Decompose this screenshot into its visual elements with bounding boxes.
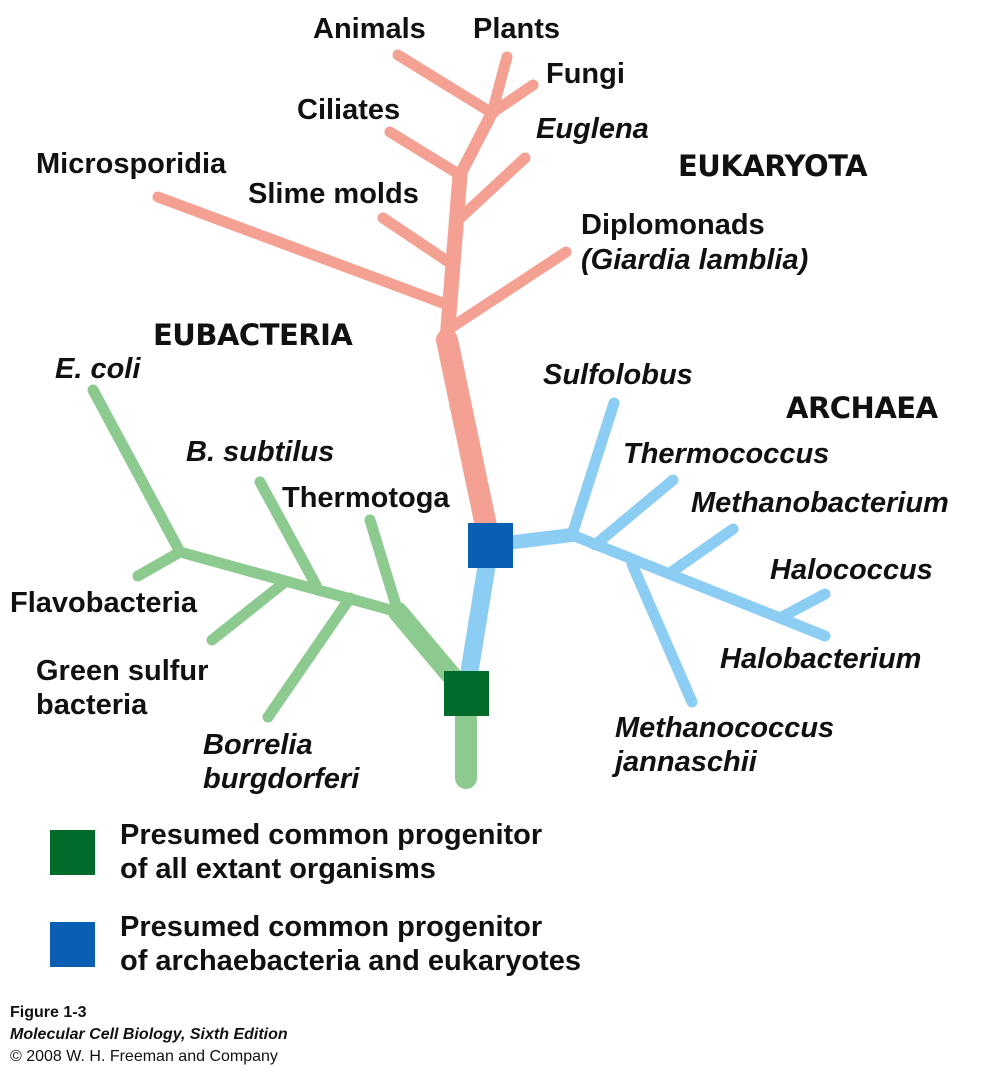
label-green-sulfur-line1: Green sulfur [36,655,208,687]
root-progenitor-marker [444,671,489,716]
label-halococcus: Halococcus [770,554,933,586]
label-animals: Animals [313,13,426,45]
legend-arch-euk-line1: Presumed common progenitor [120,911,543,943]
label-halobacterium: Halobacterium [720,643,921,675]
domain-label-eubacteria: EUBACTERIA [153,318,353,352]
legend-arch-euk-text: Presumed common progenitor of archaebact… [120,910,720,978]
branch-ecoli [87,384,186,558]
eukaryota-upper-stem [454,107,498,181]
branch-borrelia [262,592,356,723]
branch-methanococcus [626,558,698,708]
branch-slime-molds [377,212,459,271]
label-plants: Plants [473,13,560,45]
branch-euglena [450,152,531,228]
label-thermococcus: Thermococcus [623,438,829,470]
label-flavobacteria: Flavobacteria [10,587,198,619]
legend-root-text: Presumed common progenitor of all extant… [120,818,720,886]
legend-blue-swatch [50,922,95,967]
label-giardia: (Giardia lamblia) [581,244,808,276]
branch-fungi [486,79,539,119]
label-methanobacterium: Methanobacterium [691,487,949,519]
branch-thermococcus [589,474,679,551]
label-diplomonads: Diplomonads [581,209,765,241]
archaea-trunk [457,536,499,702]
branch-thermotoga [364,514,404,618]
label-methanococcus-line1: Methanococcus [615,712,834,744]
arch-euk-progenitor-marker [468,523,513,568]
label-fungi: Fungi [546,58,625,90]
copyright-line: © 2008 W. H. Freeman and Company [10,1048,278,1065]
label-slime-molds: Slime molds [248,178,419,210]
legend-green-swatch [50,830,95,875]
branch-bsubtilus [254,476,322,591]
branch-plants [486,51,513,119]
branch-methanobacterium [664,523,739,579]
label-euglena: Euglena [536,113,649,145]
eukaryota-trunk [436,329,501,556]
label-ecoli: E. coli [55,353,141,385]
legend-root-line2: of all extant organisms [120,853,436,885]
branch-animals [392,49,498,119]
branch-ciliates [384,126,466,181]
legend-root-line1: Presumed common progenitor [120,819,543,851]
branch-diplomonads [446,246,572,333]
label-green-sulfur-line2: bacteria [36,689,148,721]
branch-flavobacteria [132,546,186,582]
label-borrelia-line2: burgdorferi [203,763,360,795]
domain-label-eukaryota: EUKARYOTA [678,149,868,183]
branch-halococcus [774,588,831,624]
eukaryota-stem [439,167,468,348]
branch-sulfolobus [566,397,620,541]
eukaryota-branches [152,49,572,556]
label-sulfolobus: Sulfolobus [543,359,693,391]
legend-arch-euk-line2: of archaebacteria and eukaryotes [120,945,581,977]
label-borrelia-line1: Borrelia [203,729,313,761]
branch-green-sulfur [206,576,291,646]
label-microsporidia: Microsporidia [36,148,227,180]
book-title: Molecular Cell Biology, Sixth Edition [10,1026,288,1043]
label-methanococcus-line2: jannaschii [611,746,758,778]
domain-label-archaea: ARCHAEA [786,391,939,425]
branch-microsporidia [152,191,454,311]
label-thermotoga: Thermotoga [282,482,450,514]
label-ciliates: Ciliates [297,94,400,126]
figure-number: Figure 1-3 [10,1004,87,1021]
label-bsubtilus: B. subtilus [186,436,334,468]
